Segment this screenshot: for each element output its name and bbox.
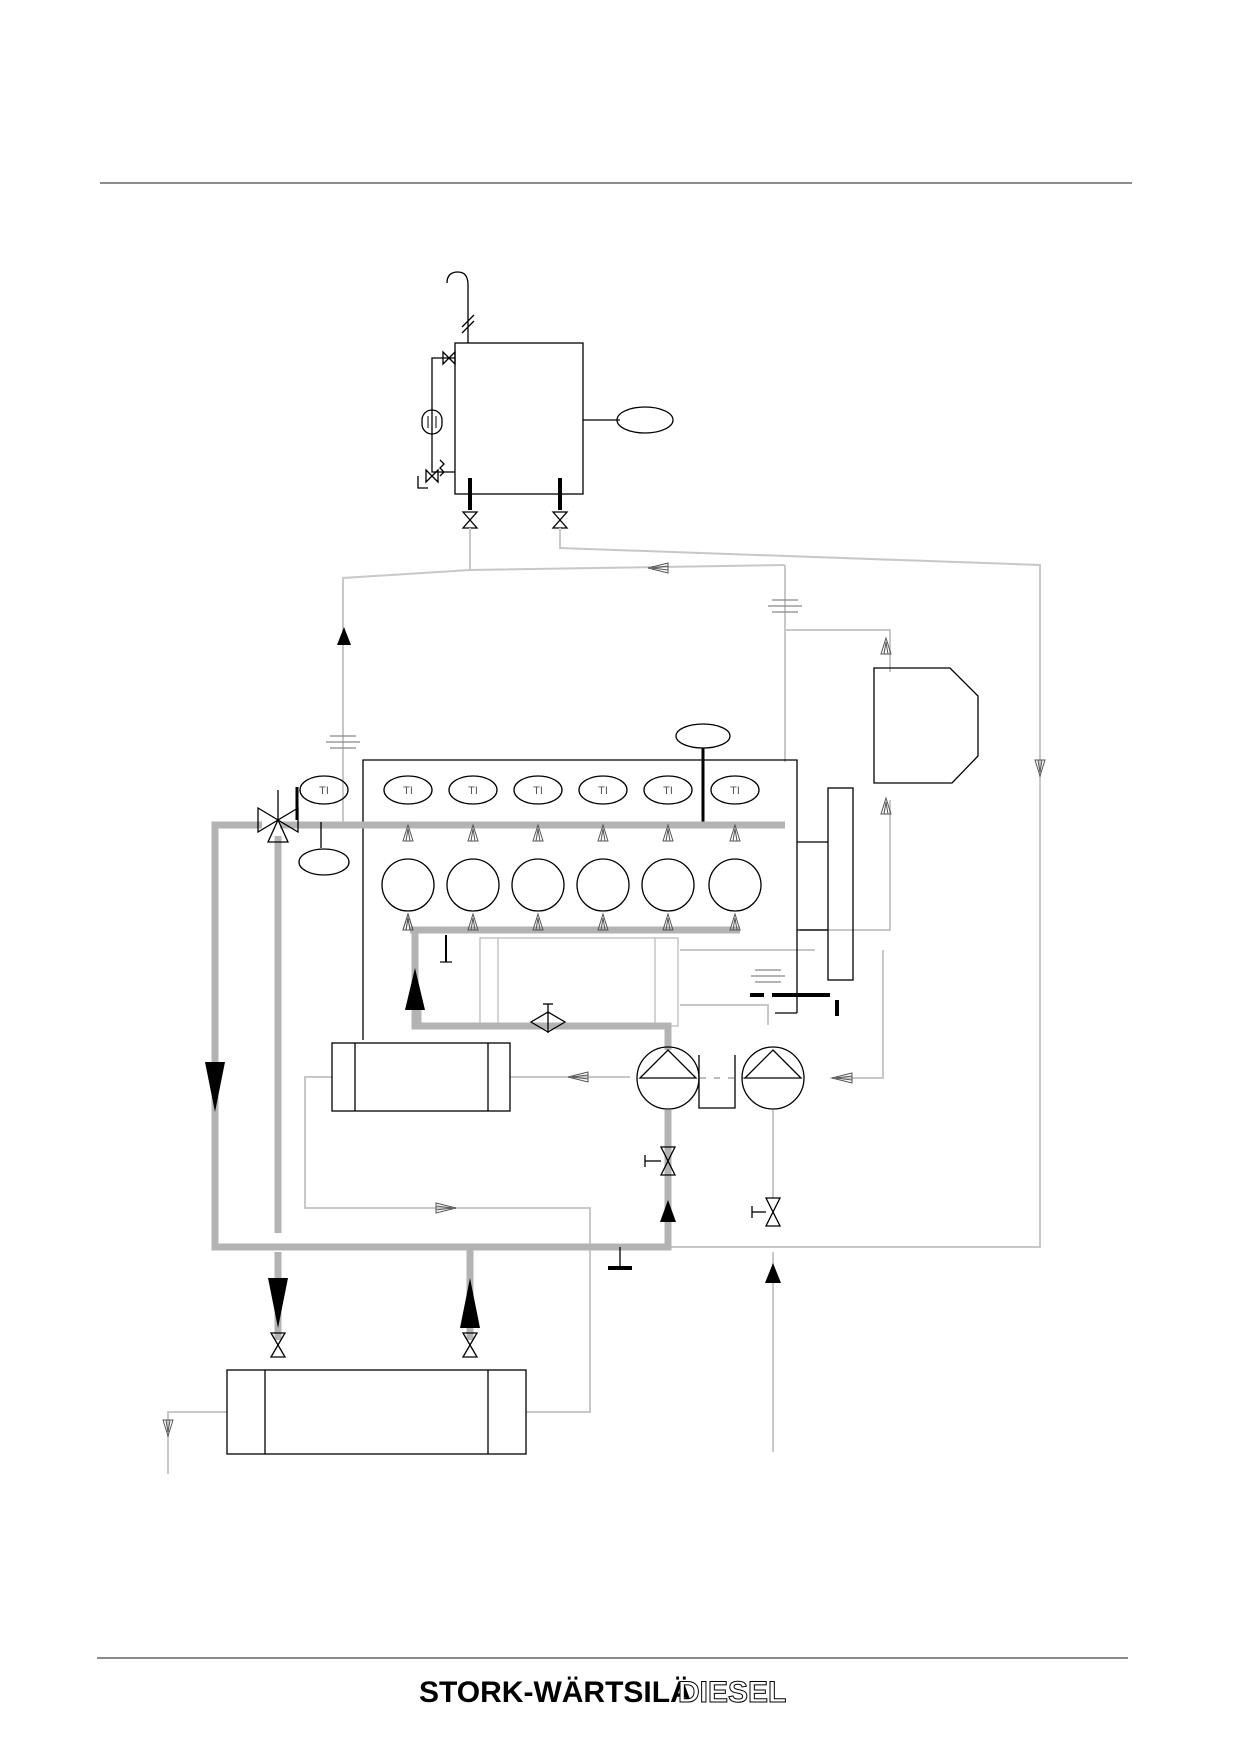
flow-arrow xyxy=(662,912,674,931)
temperature-indicators-group: TI TI TI TI TI TI TI xyxy=(299,775,760,805)
thermostat-sensor-oval xyxy=(298,848,350,876)
flow-arrow xyxy=(729,823,741,842)
flow-arrow xyxy=(647,562,669,574)
vent-and-return-piping xyxy=(167,528,1041,1474)
flow-arrow xyxy=(435,1202,457,1214)
orifice-symbol xyxy=(326,599,802,983)
ti-label: TI xyxy=(533,785,543,797)
cylinder xyxy=(381,858,435,912)
valve-icon xyxy=(659,1146,677,1176)
flow-arrow xyxy=(880,636,892,655)
drain-spring-icon xyxy=(439,459,445,477)
expansion-tank-group xyxy=(417,271,674,529)
temperature-indicator: TI xyxy=(448,775,498,805)
ht-cooler xyxy=(331,1042,511,1112)
gauge-valve-icon xyxy=(442,350,456,366)
tank-outlet-valve-2-icon xyxy=(551,511,569,529)
flow-arrows-black xyxy=(205,627,781,1328)
cylinder xyxy=(511,858,565,912)
drain-valve-icon xyxy=(425,468,439,484)
cylinder xyxy=(708,858,762,912)
flow-arrow xyxy=(1034,759,1046,778)
cylinders-group xyxy=(381,858,762,912)
cylinder xyxy=(641,858,695,912)
ti-label: TI xyxy=(319,785,329,797)
lt-cooler xyxy=(226,1369,527,1455)
flow-arrow xyxy=(467,912,479,931)
flow-arrow xyxy=(729,912,741,931)
valve-icon xyxy=(269,1332,287,1358)
cylinder xyxy=(446,858,500,912)
ti-label: TI xyxy=(598,785,608,797)
temperature-indicator: TI xyxy=(513,775,563,805)
flow-arrow xyxy=(567,1071,589,1083)
flow-arrow xyxy=(467,823,479,842)
flow-arrows-hatched xyxy=(162,562,1046,1438)
flow-arrow xyxy=(532,912,544,931)
lube-oil-cooler xyxy=(479,937,679,1027)
charge-air-cooler xyxy=(873,667,979,784)
ti-label: TI xyxy=(730,785,740,797)
engine-block-group xyxy=(362,723,854,1040)
level-gauge-line xyxy=(431,357,455,473)
vent-break-2 xyxy=(461,320,475,334)
expansion-tank xyxy=(454,342,584,495)
company-logo: STORK-WÄRTSILÄ DIESEL xyxy=(419,1676,787,1710)
flow-arrow xyxy=(532,823,544,842)
flow-arrow xyxy=(597,823,609,842)
ti-label: TI xyxy=(663,785,673,797)
temperature-indicator: TI xyxy=(710,775,760,805)
flow-arrow xyxy=(402,823,414,842)
level-switch-oval xyxy=(616,406,674,434)
level-gauge-icon xyxy=(421,409,443,435)
temperature-indicator: TI xyxy=(383,775,433,805)
flow-arrow xyxy=(162,1419,174,1438)
flow-arrow xyxy=(662,823,674,842)
ht-pump xyxy=(636,1046,700,1110)
flow-arrow xyxy=(831,1072,853,1084)
engine-block-outline xyxy=(362,759,798,1040)
ti-label: TI xyxy=(468,785,478,797)
temperature-indicator: TI xyxy=(299,775,349,805)
flow-arrow xyxy=(880,796,892,815)
vent-pipe xyxy=(446,271,469,343)
lt-pump xyxy=(741,1046,805,1110)
valve-icon xyxy=(529,1010,567,1034)
engine-temperature-oval xyxy=(675,723,731,749)
valve-icon xyxy=(764,1197,782,1227)
ti-label: TI xyxy=(403,785,413,797)
thermostatic-valve xyxy=(257,787,350,876)
temperature-indicator: TI xyxy=(578,775,628,805)
tank-outlet-valve-1-icon xyxy=(461,511,479,529)
flow-arrow xyxy=(597,912,609,931)
logo-solid-text: STORK-WÄRTSILÄ xyxy=(419,1676,692,1709)
flywheel xyxy=(827,787,854,981)
temperature-indicator: TI xyxy=(643,775,693,805)
valve-icon xyxy=(461,1332,479,1358)
flow-arrow xyxy=(402,912,414,931)
valves-group xyxy=(269,1003,782,1358)
cylinder xyxy=(576,858,630,912)
vent-break xyxy=(461,314,475,328)
logo-outline-text: DIESEL xyxy=(678,1676,786,1709)
